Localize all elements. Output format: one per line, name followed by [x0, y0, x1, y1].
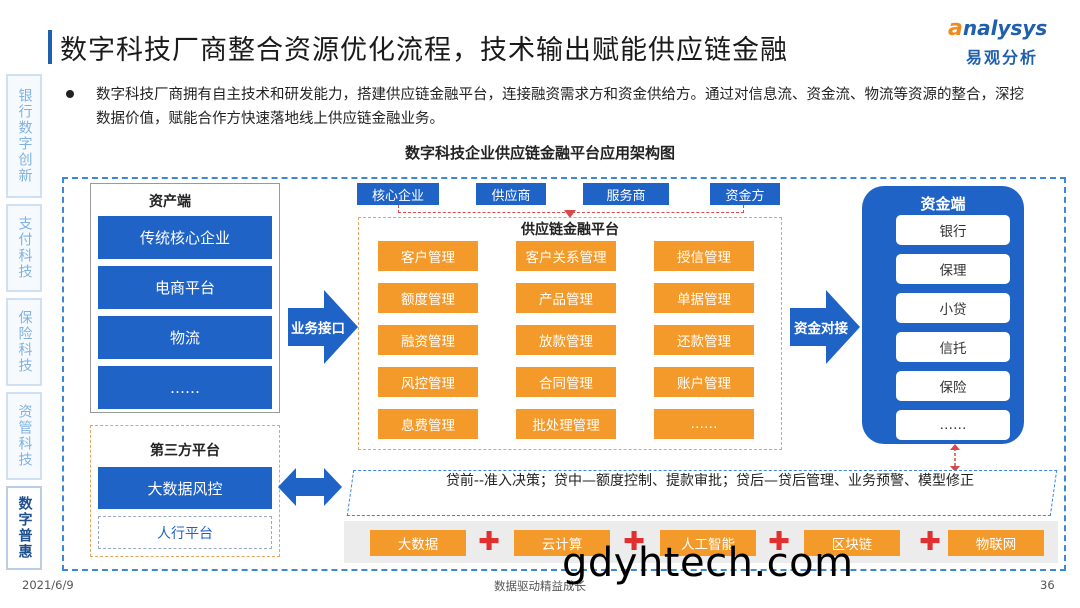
nav-item-payment-tech[interactable]: 支付科技: [6, 204, 42, 292]
module-credit-management: 授信管理: [654, 241, 754, 271]
footer-date: 2021/6/9: [22, 578, 74, 592]
module-document-management: 单据管理: [654, 283, 754, 313]
module-quota-management: 额度管理: [378, 283, 478, 313]
asset-item-logistics: 物流: [98, 316, 272, 359]
module-customer-management: 客户管理: [378, 241, 478, 271]
nav-item-asset-management-tech[interactable]: 资管科技: [6, 392, 42, 480]
third-party-big-data-risk-control: 大数据风控: [98, 467, 272, 509]
capital-item-trust: 信托: [896, 332, 1010, 362]
module-product-management: 产品管理: [516, 283, 616, 313]
asset-side-title: 资产端: [149, 194, 191, 210]
diagram-title: 数字科技企业供应链金融平台应用架构图: [404, 144, 675, 162]
platform-title: 供应链金融平台: [521, 222, 619, 238]
intro-text: 数字科技厂商拥有自主技术和研发能力，搭建供应链金融平台，连接融资需求方和资金供给…: [96, 87, 1024, 127]
asset-item-traditional-core-enterprise: 传统核心企业: [98, 216, 272, 259]
capital-item-more: ……: [896, 410, 1010, 440]
capital-docking-label: 资金对接: [794, 321, 848, 337]
module-interest-fee-management: 息费管理: [378, 409, 478, 439]
page-title: 数字科技厂商整合资源优化流程，技术输出赋能供应链金融: [60, 35, 788, 66]
nav-item-digital-inclusion[interactable]: 数字普惠: [6, 486, 42, 570]
capital-item-bank: 银行: [896, 215, 1010, 245]
module-risk-control-management: 风控管理: [378, 367, 478, 397]
module-batch-processing-management: 批处理管理: [516, 409, 616, 439]
logo-wordmark: nalysys: [962, 16, 1048, 40]
module-crm: 客户关系管理: [516, 241, 616, 271]
capital-item-factoring: 保理: [896, 254, 1010, 284]
asset-item-more: ……: [98, 366, 272, 409]
stakeholder-service-provider: 服务商: [583, 183, 669, 205]
stakeholder-capital-provider: 资金方: [710, 183, 780, 205]
logo-letter-a: a: [948, 16, 963, 41]
page-number: 36: [1040, 578, 1055, 592]
capital-docking-arrow-icon: [790, 290, 860, 364]
site-watermark: gdyhtech.com: [562, 540, 854, 586]
tech-iot: 物联网: [948, 530, 1044, 556]
plus-icon: ✚: [623, 527, 645, 557]
title-accent-bar: [48, 30, 52, 64]
plus-icon: ✚: [768, 527, 790, 557]
plus-icon: ✚: [478, 527, 500, 557]
plus-icon: ✚: [919, 527, 941, 557]
bidirectional-arrow-icon: [278, 468, 342, 506]
module-financing-management: 融资管理: [378, 325, 478, 355]
nav-item-insurance-tech[interactable]: 保险科技: [6, 298, 42, 386]
third-party-title: 第三方平台: [150, 443, 220, 459]
bullet-dot: [66, 90, 74, 98]
asset-item-ecommerce-platform: 电商平台: [98, 266, 272, 309]
tech-blockchain: 区块链: [804, 530, 900, 556]
analysys-logo: analysys: [948, 16, 1047, 41]
capital-process-link-icon: [950, 444, 960, 472]
capital-side-title: 资金端: [920, 195, 966, 213]
tech-cloud-computing: 云计算: [514, 530, 610, 556]
footer-slogan: 数据驱动精益成长: [494, 579, 586, 593]
logo-chinese-name: 易观分析: [966, 48, 1039, 67]
third-party-pboc-platform: 人行平台: [98, 516, 272, 549]
capital-item-microloan: 小贷: [896, 293, 1010, 323]
business-interface-arrow-icon: [288, 290, 358, 364]
tech-artificial-intelligence: 人工智能: [660, 530, 756, 556]
module-more: ……: [654, 409, 754, 439]
module-loan-disbursement-management: 放款管理: [516, 325, 616, 355]
loan-process-text: 贷前--准入决策；贷中—额度控制、提款审批；贷后—贷后管理、业务预警、模型修正: [445, 473, 975, 489]
stakeholder-core-enterprise: 核心企业: [357, 183, 439, 205]
module-account-management: 账户管理: [654, 367, 754, 397]
stakeholder-supplier: 供应商: [476, 183, 546, 205]
module-repayment-management: 还款管理: [654, 325, 754, 355]
nav-item-bank-digital-innovation[interactable]: 银行数字创新: [6, 74, 42, 198]
capital-item-insurance: 保险: [896, 371, 1010, 401]
diagram-frame: [62, 177, 1066, 571]
tech-big-data: 大数据: [370, 530, 466, 556]
module-contract-management: 合同管理: [516, 367, 616, 397]
business-interface-label: 业务接口: [291, 321, 345, 337]
connector-arrow-down-icon: [564, 210, 576, 218]
